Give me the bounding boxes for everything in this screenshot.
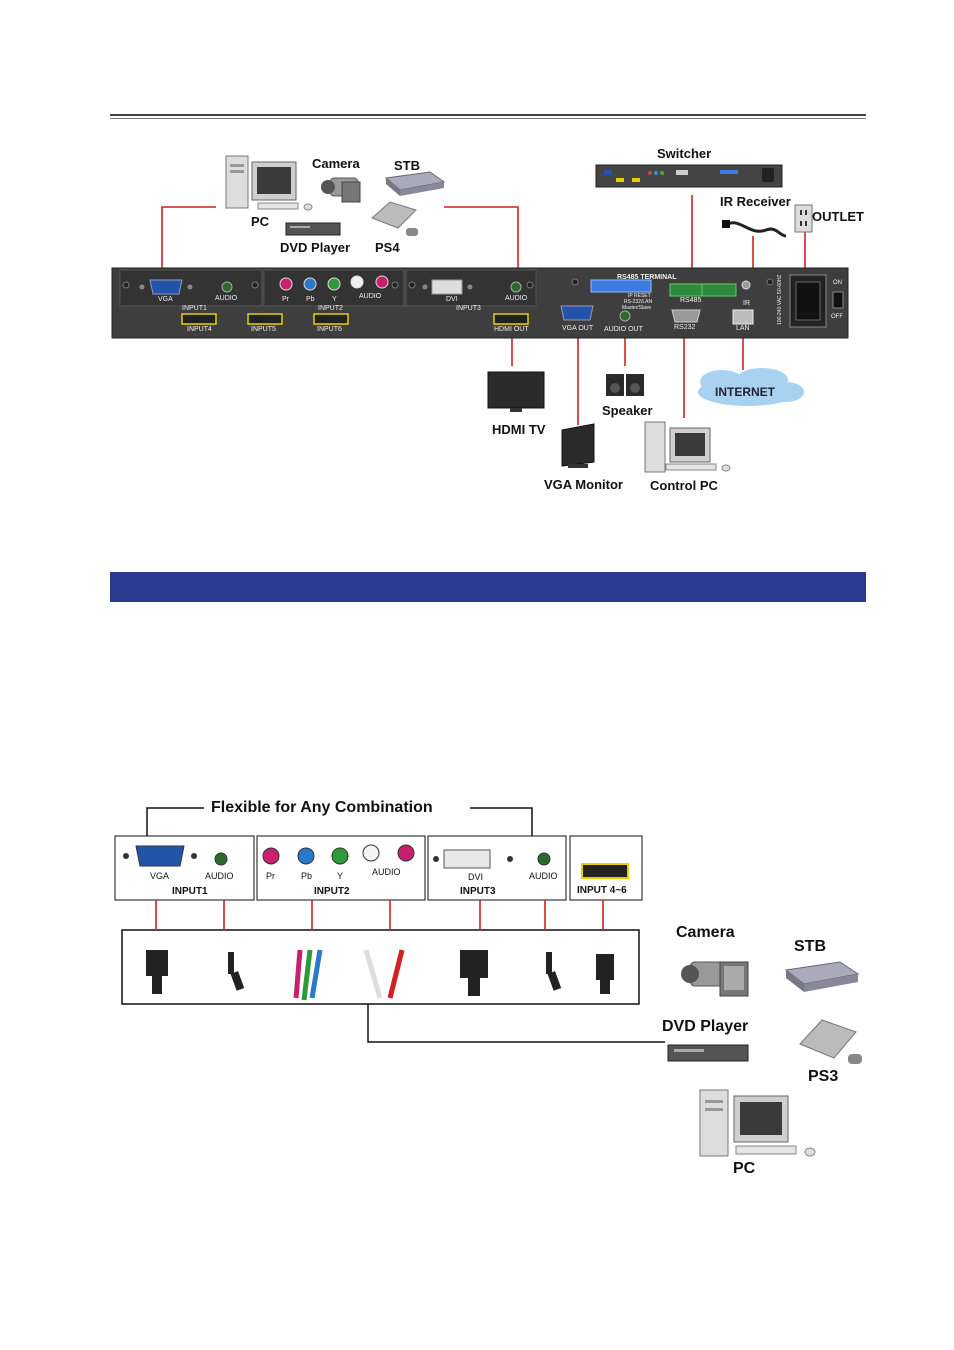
vga-monitor-icon: [561, 423, 595, 468]
box-vga-label: VGA: [150, 871, 170, 881]
ir-receiver-label: IR Receiver: [720, 194, 791, 209]
box-audio3-label: AUDIO: [529, 871, 558, 881]
panel-input2-label: INPUT2: [318, 305, 343, 312]
stb-icon: [384, 171, 446, 196]
bottom-ps3-label: PS3: [808, 1068, 839, 1085]
ir-receiver-icon: [722, 220, 787, 238]
box-dvi-label: DVI: [468, 872, 484, 882]
panel-audio-out-label: AUDIO OUT: [604, 326, 643, 333]
panel-lan-label: LAN: [736, 325, 750, 332]
panel-hdmi-out-label: HDMI OUT: [494, 326, 529, 333]
speaker-icon: [606, 374, 644, 396]
box-audio1-label: AUDIO: [205, 871, 234, 881]
bottom-dvd-icon: [667, 1044, 749, 1062]
panel-rs232-lan-label: RS-232/LAN: [624, 299, 653, 305]
ps4-label: PS4: [375, 240, 400, 255]
switcher-label: Switcher: [657, 146, 712, 161]
panel-ir-label: IR: [743, 300, 750, 307]
bottom-camera-icon: [681, 961, 749, 997]
bottom-camera-label: Camera: [676, 924, 735, 941]
box-input3-label: INPUT3: [460, 886, 496, 897]
box-pb-label: Pb: [301, 871, 313, 881]
section-banner: [110, 572, 866, 602]
ps4-icon: [371, 201, 418, 236]
connection-diagram-svg: [111, 155, 849, 473]
stb-label: STB: [394, 158, 420, 173]
panel-audio1-label: AUDIO: [215, 295, 238, 302]
panel-input4-label: INPUT4: [187, 326, 212, 333]
hdmi-tv-icon: [487, 371, 545, 412]
flexible-title: Flexible for Any Combination: [211, 799, 433, 816]
panel-audio2-label: AUDIO: [359, 293, 382, 300]
internet-label: INTERNET: [715, 385, 775, 399]
bottom-pc-icon: [699, 1089, 816, 1157]
panel-vga-label: VGA: [158, 296, 173, 303]
pc-label: PC: [251, 214, 270, 229]
box-pr-label: Pr: [266, 871, 275, 881]
switcher-icon: [595, 164, 783, 188]
panel-pb-label: Pb: [306, 296, 315, 303]
camera-label: Camera: [312, 156, 360, 171]
pc-icon: [225, 155, 313, 211]
panel-input1-label: INPUT1: [182, 305, 207, 312]
vga-monitor-label: VGA Monitor: [544, 477, 623, 492]
top-rule-thin: [110, 118, 866, 119]
panel-dvi-label: DVI: [446, 296, 458, 303]
panel-voltage-label: 100-240 VAC 50-60HZ: [777, 274, 783, 326]
panel-y-label: Y: [332, 296, 337, 303]
control-pc-label: Control PC: [650, 478, 718, 493]
panel-ip-reset-label: IP RESET: [628, 293, 651, 299]
dvd-player-icon: [285, 222, 341, 236]
bottom-pc-label: PC: [733, 1160, 756, 1177]
panel-rs232-label: RS232: [674, 324, 696, 331]
hdmi-tv-label: HDMI TV: [492, 422, 546, 437]
panel-rs485-terminal-label: RS485 TERMINAL: [617, 274, 677, 281]
bottom-dvd-label: DVD Player: [662, 1018, 749, 1035]
box-input1-label: INPUT1: [172, 886, 208, 897]
speaker-label: Speaker: [602, 403, 653, 418]
panel-input6-label: INPUT6: [317, 326, 342, 333]
panel-on-label: ON: [833, 280, 842, 286]
panel-off-label: OFF: [831, 314, 843, 320]
box-audio2-label: AUDIO: [372, 867, 401, 877]
outlet-label: OUTLET: [812, 209, 864, 224]
bottom-ps3-icon: [799, 1019, 862, 1064]
panel-input3-label: INPUT3: [456, 305, 481, 312]
box-input2-label: INPUT2: [314, 886, 350, 897]
panel-audio3-label: AUDIO: [505, 295, 528, 302]
top-rule: [110, 114, 866, 116]
camera-icon: [321, 177, 361, 203]
dvd-player-label: DVD Player: [280, 240, 351, 255]
control-pc-icon: [644, 421, 731, 473]
bottom-stb-icon: [784, 961, 860, 992]
panel-master-slave-label: Master/Slave: [622, 305, 652, 311]
panel-pr-label: Pr: [282, 296, 289, 303]
panel-vga-out-label: VGA OUT: [562, 325, 594, 332]
panel-rs485-label: RS485: [680, 297, 702, 304]
internet-cloud-icon: [698, 368, 804, 406]
panel-input5-label: INPUT5: [251, 326, 276, 333]
box-input46-label: INPUT 4~6: [577, 885, 627, 896]
box-y-label: Y: [337, 871, 344, 881]
bottom-stb-label: STB: [794, 938, 826, 955]
outlet-icon: [794, 204, 813, 233]
